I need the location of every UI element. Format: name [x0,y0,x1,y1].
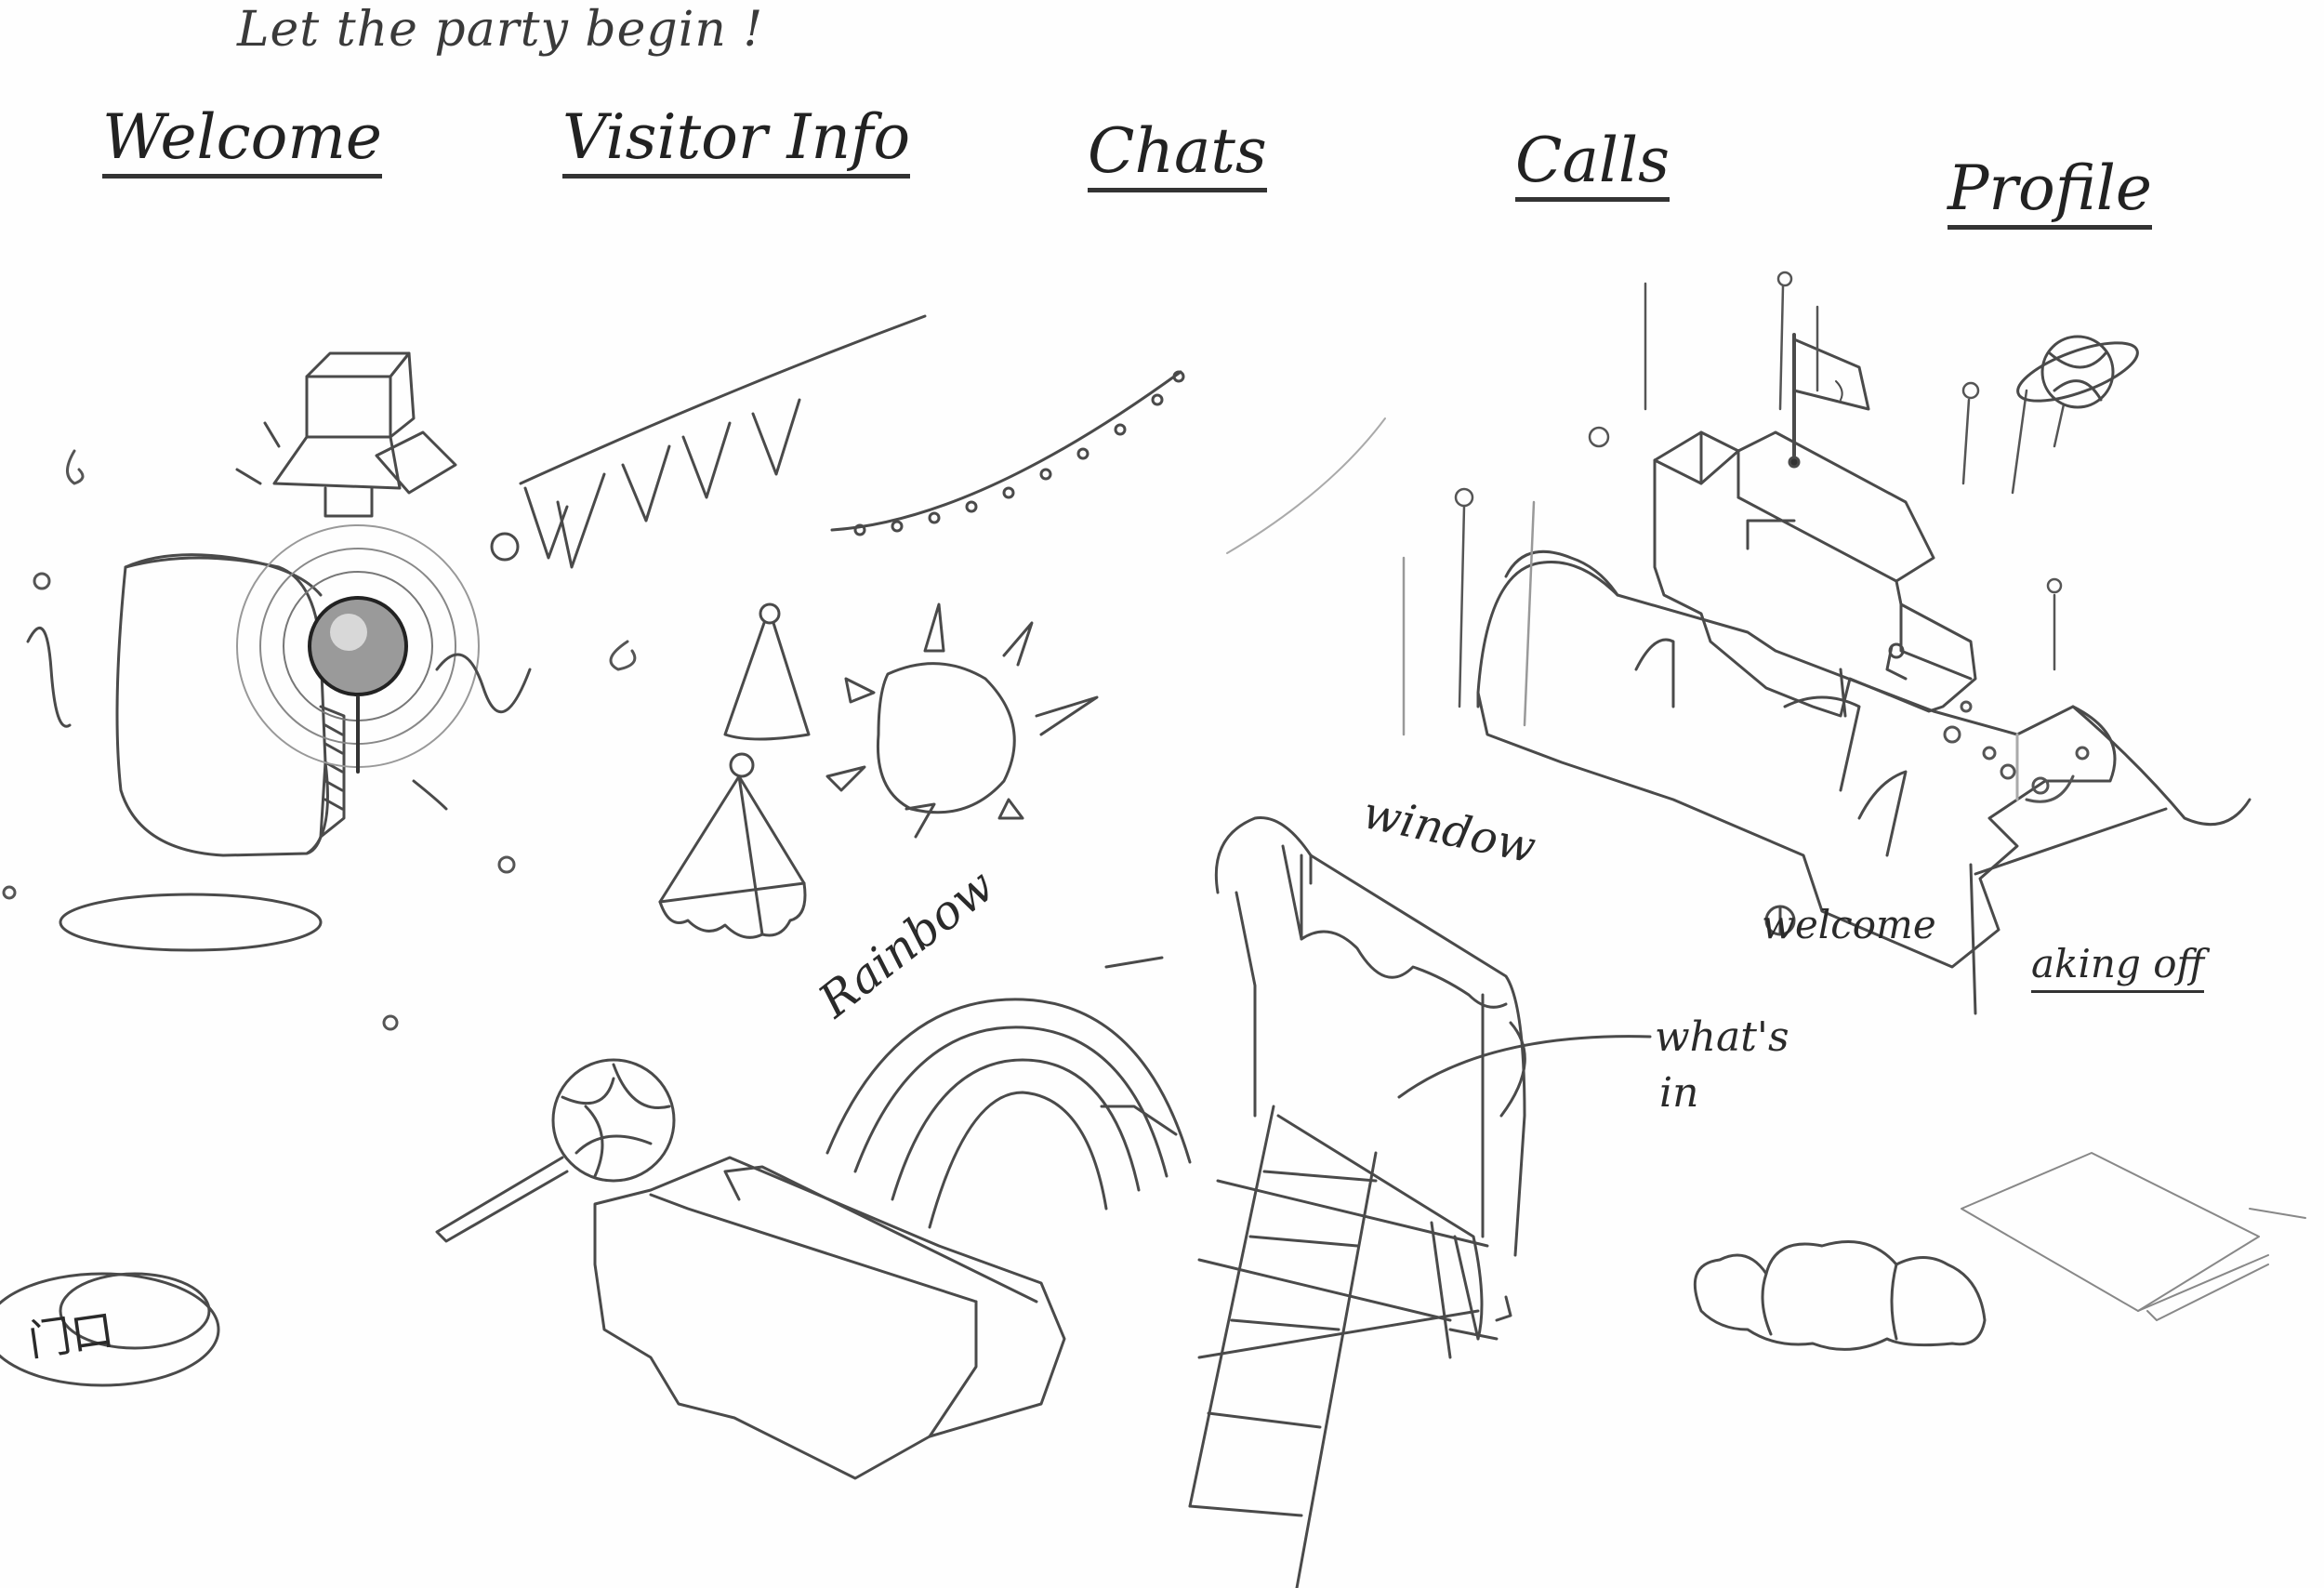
nav-chats[interactable]: Chats [1088,121,1267,192]
spotlight-illustration [28,525,530,950]
planet-illustration [2012,331,2145,413]
page-tagline: Let the party begin ! [237,2,764,58]
nav-visitor-info[interactable]: Visitor Info [562,107,911,179]
label-welcome-sign: welcome [1762,902,1936,947]
party-hats-illustration [660,604,809,937]
door-badge-text: 门口 [25,1303,117,1367]
bushes-illustration [1695,1242,1985,1350]
welcome-marker [1766,906,1794,934]
nav-calls[interactable]: Calls [1515,130,1670,202]
rainbow-illustration [827,958,1190,1227]
stage-illustration [1478,521,2250,1013]
stage-dots [1945,702,2088,801]
nav-profile[interactable]: Profile [1948,158,2152,230]
label-whats: what's [1655,1013,1789,1061]
doodle-marks [4,451,635,1029]
bench-illustration [595,1158,1064,1478]
nav-welcome[interactable]: Welcome [102,107,382,179]
mat-illustration [1961,1153,2305,1320]
sun-illustration [827,604,1097,837]
fan-illustration [437,1060,674,1241]
label-in: in [1659,1069,1699,1117]
lamp-illustration [237,353,456,516]
bunting-illustration [492,316,1385,567]
window-illustration [1216,818,1525,1340]
stage-poles [1404,272,2064,734]
label-take-off: aking off [2031,941,2205,993]
door-badge [0,1274,218,1385]
annotation-pointer [1399,1037,1650,1097]
ladder-illustration [1190,1106,1487,1588]
stage-structure [1655,335,1975,716]
